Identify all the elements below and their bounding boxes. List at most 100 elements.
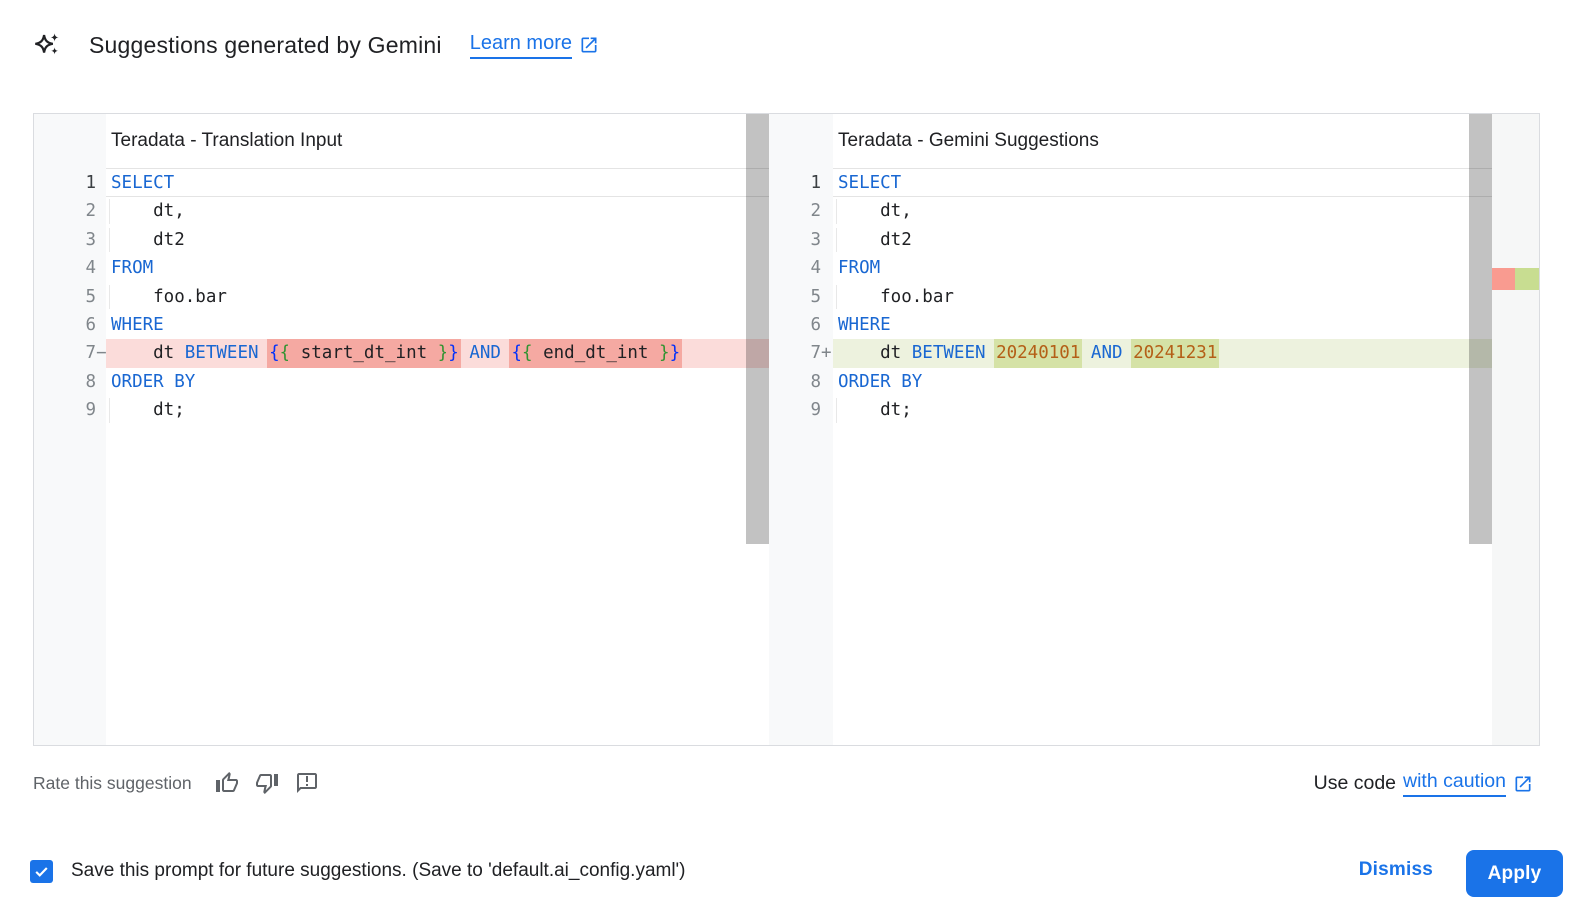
code-token: }: [669, 339, 681, 368]
code-token: SELECT: [838, 173, 902, 193]
code-token: [1080, 339, 1091, 367]
line-number: 9: [85, 400, 96, 421]
code-token: [986, 339, 997, 367]
code-line: 2 dt,: [769, 197, 1539, 225]
diff-sign: −: [96, 343, 107, 364]
use-code-text: Use code: [1313, 772, 1397, 794]
code-token: dt;: [111, 400, 185, 421]
code-token: [259, 339, 270, 367]
code-token: foo.bar: [111, 286, 227, 307]
code-token: foo.bar: [838, 286, 954, 307]
save-label: Save this prompt for future suggestions.…: [71, 860, 686, 881]
code-token: start_dt_int: [290, 339, 438, 368]
line-number: 7: [810, 343, 821, 364]
report-feedback-button[interactable]: [294, 770, 321, 797]
line-number: 3: [810, 229, 821, 250]
thumb-up-button[interactable]: [214, 770, 241, 797]
code-line: 5 foo.bar: [769, 283, 1539, 311]
code-token: WHERE: [838, 314, 891, 335]
code-line: 9 dt;: [769, 396, 1539, 424]
line-number: 4: [85, 258, 96, 279]
code-text: WHERE: [821, 311, 891, 339]
checkmark-icon: [35, 866, 48, 877]
code-token: }: [448, 339, 459, 368]
ruler-removed-marker: [1492, 268, 1515, 290]
line-number-gutter: [34, 114, 106, 745]
code-token: {: [522, 339, 533, 368]
save-checkbox[interactable]: [30, 859, 53, 883]
use-code-note: Use code with caution: [1314, 770, 1533, 797]
code-token: {: [269, 339, 280, 368]
code-token: SELECT: [111, 173, 175, 193]
code-text: dt;: [96, 396, 185, 424]
rate-row: Rate this suggestion: [33, 766, 334, 800]
gemini-sparkle-icon: [33, 31, 61, 59]
with-caution-link[interactable]: with caution: [1403, 770, 1506, 797]
apply-button[interactable]: Apply: [1466, 850, 1563, 897]
line-number: 8: [810, 371, 821, 392]
code-token: dt2: [838, 229, 912, 250]
code-text: dt2: [96, 226, 185, 254]
code-text: dt BETWEEN 20240101 AND 20241231: [821, 339, 1218, 368]
thumb-down-icon: [256, 774, 279, 794]
line-number: 1: [85, 173, 96, 193]
external-link-icon: [581, 37, 597, 53]
learn-more-link[interactable]: Learn more: [469, 32, 599, 59]
code-line: 5 foo.bar: [34, 283, 769, 311]
code-line: 7− dt BETWEEN {{ start_dt_int }} AND {{ …: [34, 339, 769, 369]
header: Suggestions generated by Gemini Learn mo…: [33, 28, 599, 62]
code-line: 9 dt;: [34, 396, 769, 424]
dismiss-button[interactable]: Dismiss: [1358, 859, 1433, 880]
code-text: dt,: [821, 197, 912, 225]
code-text: dt2: [821, 226, 912, 254]
code-token: {: [279, 339, 291, 368]
code-text: SELECT: [821, 169, 901, 197]
line-number: 7: [85, 343, 96, 364]
save-prompt-row: Save this prompt for future suggestions.…: [30, 856, 686, 886]
line-number: 9: [810, 400, 821, 421]
code-text: foo.bar: [96, 283, 227, 311]
code-token: [501, 339, 512, 367]
line-number: 4: [810, 258, 821, 279]
code-text: dt BETWEEN {{ start_dt_int }} AND {{ end…: [96, 339, 681, 368]
code-token: dt,: [838, 201, 912, 222]
scrollbar-thumb[interactable]: [746, 114, 769, 544]
code-text: dt,: [96, 197, 185, 225]
code-text: ORDER BY: [821, 368, 922, 396]
code-token: dt,: [111, 201, 185, 222]
thumb-up-icon: [216, 772, 239, 792]
line-number: 2: [810, 201, 821, 222]
code-text: WHERE: [96, 311, 164, 339]
code-token: BETWEEN: [911, 343, 986, 364]
code-token: end_dt_int: [532, 339, 660, 368]
code-token: [1123, 339, 1134, 367]
code-line: 1 SELECT: [769, 167, 1539, 198]
line-number: 5: [85, 286, 96, 307]
code-token: dt2: [111, 229, 185, 250]
code-line: 1 SELECT: [34, 167, 769, 198]
code-token: dt: [111, 343, 185, 364]
code-token: 20241231: [1133, 339, 1218, 368]
overview-ruler[interactable]: [1492, 114, 1539, 745]
code-token: dt;: [838, 400, 912, 421]
line-number: 5: [810, 286, 821, 307]
line-number: 1: [810, 173, 821, 193]
ruler-added-marker: [1515, 268, 1539, 290]
code-token: AND: [469, 343, 501, 364]
code-text: ORDER BY: [96, 368, 195, 396]
code-line: 3 dt2: [769, 226, 1539, 254]
code-token: }: [437, 339, 449, 368]
learn-more-label: Learn more: [469, 32, 572, 59]
thumb-down-button[interactable]: [254, 770, 281, 797]
line-number: 6: [85, 314, 96, 335]
scrollbar-thumb[interactable]: [1469, 114, 1492, 544]
page-title: Suggestions generated by Gemini: [89, 31, 442, 58]
